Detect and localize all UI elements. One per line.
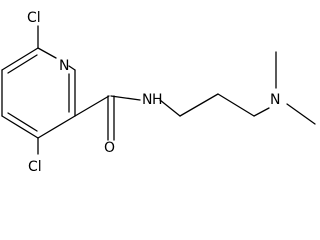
chemical-structure-diagram: Cl N Cl N H O N <box>1 10 316 175</box>
ring-bond-n1-c2 <box>68 65 76 71</box>
bond-ring-to-carbonyl <box>74 95 110 117</box>
ring-bond-c4-c5 <box>1 115 39 139</box>
o-atom-carbonyl: O <box>104 140 115 156</box>
bond-nh-to-ch2a <box>159 99 181 117</box>
ring-bond-c6-n1 <box>37 47 57 59</box>
bond-ch2a-to-ch2b <box>179 93 219 117</box>
h-atom-amide: H <box>152 92 163 108</box>
ring-bond-c6-c1 <box>1 47 39 71</box>
ring-bond-c6-c1-inner <box>7 54 38 74</box>
bond-ch2c-to-n <box>253 107 270 117</box>
n-atom-ring: N <box>59 58 69 74</box>
cl-atom-bottom: Cl <box>28 159 42 175</box>
ring-bond-c3-c4 <box>37 115 76 139</box>
bond-carbonyl-to-nh <box>110 95 141 101</box>
n-atom-amide: N <box>142 92 152 108</box>
bond-n-to-methyl-right <box>286 103 316 125</box>
ring-bond-c4-c5-inner <box>7 112 38 132</box>
bond-ch2b-to-ch2c <box>217 93 255 117</box>
n-atom-amine: N <box>270 92 280 108</box>
cl-atom-top: Cl <box>27 10 41 26</box>
